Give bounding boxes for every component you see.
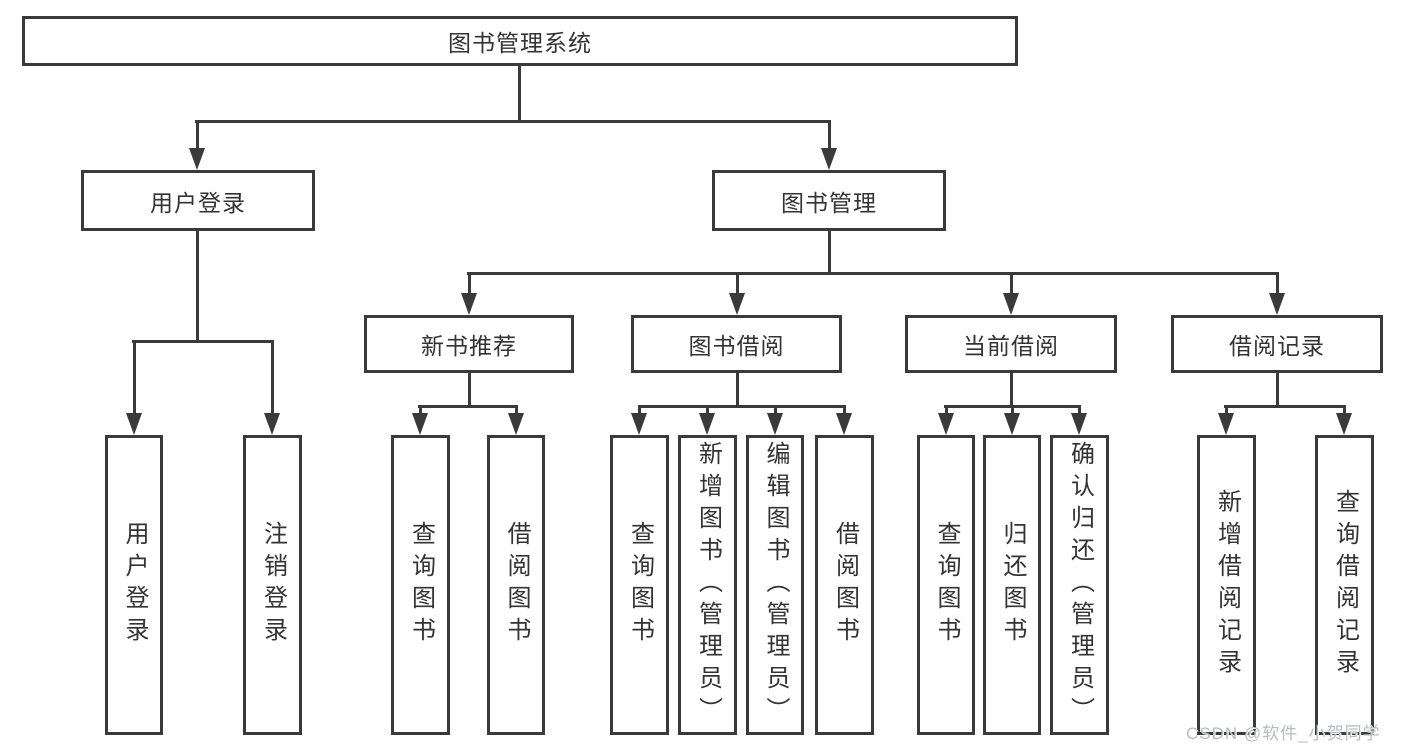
connector-bb-stem [736,371,739,407]
connector-arrow-cb-confirm [1071,406,1087,435]
connector-arrow-current-borrow [1003,273,1019,315]
connector-arrow-nbr-query [412,406,428,435]
csdn-watermark: CSDN @软件_小贺同学 [1186,724,1381,743]
connector-arrow-logout-leaf [264,341,280,435]
connector-arrow-br-query [1336,406,1352,435]
connector-cb-stem [1010,371,1013,407]
connector-arrow-bb-add [699,406,715,435]
leaf-bb-query-books-label: 查询图书 [626,521,654,649]
leaf-bb-edit-books-admin-label: 编辑图书（管理员） [762,441,789,729]
leaf-bb-add-books-admin: 新增图书（管理员） [678,435,737,735]
connector-arrow-cb-return [1004,406,1020,435]
leaf-cb-confirm-return-admin: 确认归还（管理员） [1050,435,1109,735]
connector-arrow-cb-query [938,406,954,435]
leaf-bb-query-books: 查询图书 [610,435,669,735]
node-new-book-rec: 新书推荐 [364,315,574,373]
leaf-br-query-record-label: 查询借阅记录 [1331,489,1359,681]
connector-arrow-book-mgmt [821,121,837,170]
node-book-borrow: 图书借阅 [631,315,842,373]
leaf-cb-query-books-label: 查询图书 [933,521,960,649]
node-borrow-records: 借阅记录 [1171,315,1383,373]
leaf-bb-borrow-books: 借阅图书 [815,435,874,735]
connector-level1-rail [195,120,831,123]
leaf-br-add-record-label: 新增借阅记录 [1213,489,1241,681]
node-book-mgmt-group-label: 图书管理 [781,189,877,216]
connector-arrow-new-book-rec [461,273,477,315]
connector-arrow-bb-edit [767,406,783,435]
node-book-mgmt-group: 图书管理 [712,170,946,231]
connector-br-stem [1276,371,1279,407]
connector-arrow-bb-borrow [836,406,852,435]
connector-arrow-nbr-borrow [508,406,524,435]
connector-book-mgmt-stem [828,230,831,275]
connector-user-login-stem [196,230,199,342]
connector-user-login-rail [132,340,274,343]
leaf-cb-return-books-label: 归还图书 [999,521,1026,649]
leaf-user-login: 用户登录 [105,435,163,735]
leaf-bb-borrow-books-label: 借阅图书 [831,521,859,649]
connector-arrow-book-borrow [729,273,745,315]
node-root: 图书管理系统 [22,16,1018,66]
leaf-user-login-label: 用户登录 [121,521,148,649]
leaf-logout-label: 注销登录 [259,521,287,649]
leaf-logout: 注销登录 [243,435,302,735]
connector-arrow-br-add [1218,406,1234,435]
leaf-bb-add-books-admin-label: 新增图书（管理员） [694,441,722,729]
connector-root-stem [518,65,521,123]
connector-nbr-rail [418,405,518,408]
connector-arrow-bb-query [631,406,647,435]
leaf-br-query-record: 查询借阅记录 [1315,435,1374,735]
node-current-borrow: 当前借阅 [905,315,1117,373]
leaf-nbr-borrow-books-label: 借阅图书 [503,521,530,649]
leaf-cb-query-books: 查询图书 [917,435,975,735]
connector-level2-rail [467,272,1279,275]
connector-nbr-stem [468,371,471,407]
leaf-br-add-record: 新增借阅记录 [1197,435,1256,735]
leaf-nbr-query-books-label: 查询图书 [407,521,435,649]
node-user-login-group: 用户登录 [81,170,315,231]
node-user-login-group-label: 用户登录 [150,189,246,216]
connector-bb-rail [638,405,846,408]
connector-br-rail [1224,405,1346,408]
connector-arrow-login-leaf [126,341,142,435]
leaf-bb-edit-books-admin: 编辑图书（管理员） [746,435,804,735]
leaf-cb-return-books: 归还图书 [983,435,1041,735]
leaf-nbr-borrow-books: 借阅图书 [487,435,545,735]
node-new-book-rec-label: 新书推荐 [421,333,517,359]
node-root-label: 图书管理系统 [448,30,592,56]
connector-arrow-user-login [189,121,205,170]
node-book-borrow-label: 图书借阅 [688,333,785,359]
node-borrow-records-label: 借阅记录 [1229,333,1325,359]
leaf-cb-confirm-return-admin-label: 确认归还（管理员） [1066,441,1094,729]
node-current-borrow-label: 当前借阅 [963,333,1059,359]
leaf-nbr-query-books: 查询图书 [391,435,450,735]
connector-arrow-borrow-records [1269,273,1285,315]
